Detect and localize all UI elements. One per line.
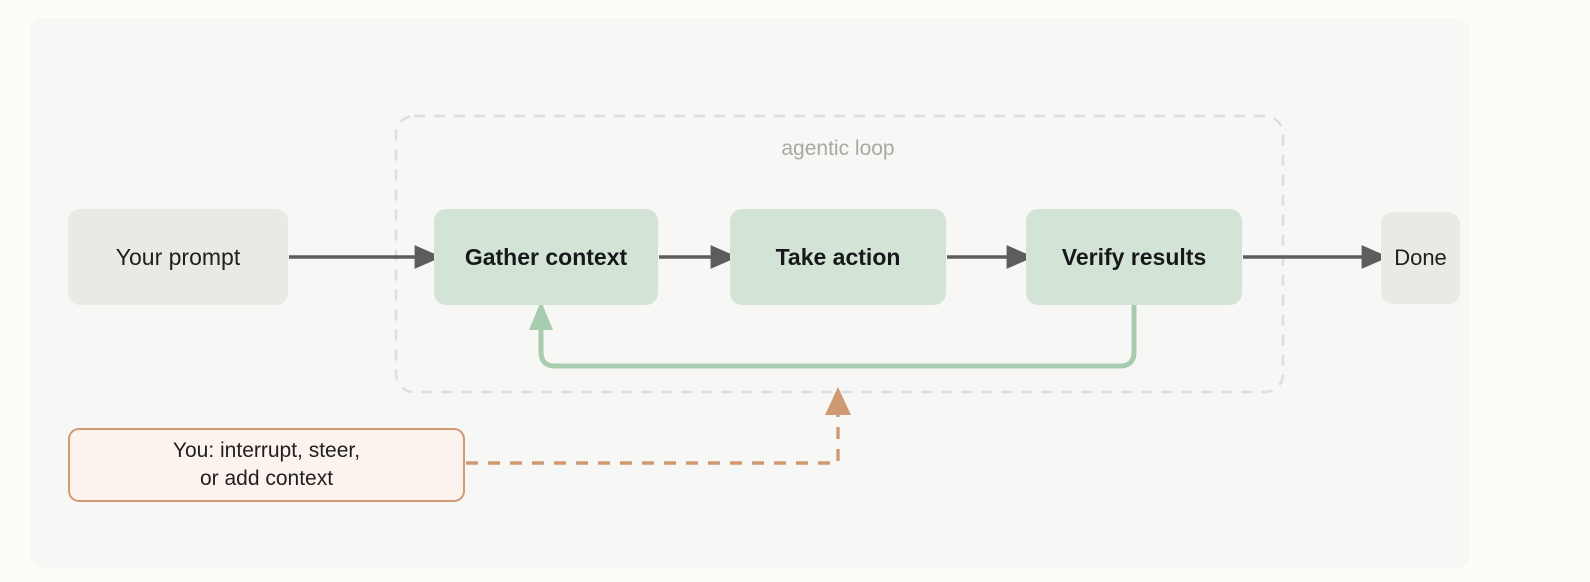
node-verify-results[interactable]: Verify results (1026, 209, 1242, 305)
node-done[interactable]: Done (1381, 212, 1460, 304)
node-your-prompt-label: Your prompt (115, 243, 241, 270)
node-done-label: Done (1394, 245, 1447, 270)
node-gather-context-label: Gather context (464, 243, 628, 270)
node-user-interrupt-line2: or add context (199, 467, 334, 490)
node-user-interrupt-text: You: interrupt, steer, or add context (173, 437, 360, 493)
agentic-loop-label: agentic loop (781, 137, 895, 160)
feedback-loop-arrowhead (529, 301, 553, 330)
node-verify-results-label: Verify results (1061, 243, 1207, 270)
node-gather-context[interactable]: Gather context (434, 209, 658, 305)
interrupt-arrowhead (825, 387, 851, 415)
node-user-interrupt[interactable]: You: interrupt, steer, or add context (68, 428, 465, 502)
agentic-loop-container (394, 114, 1285, 394)
edge-feedback-loop (538, 305, 1137, 369)
edge-interrupt-to-loop (466, 414, 840, 465)
node-take-action-label: Take action (775, 243, 901, 270)
node-your-prompt[interactable]: Your prompt (68, 209, 288, 305)
node-take-action[interactable]: Take action (730, 209, 946, 305)
node-user-interrupt-line1: You: interrupt, steer, (172, 438, 361, 462)
